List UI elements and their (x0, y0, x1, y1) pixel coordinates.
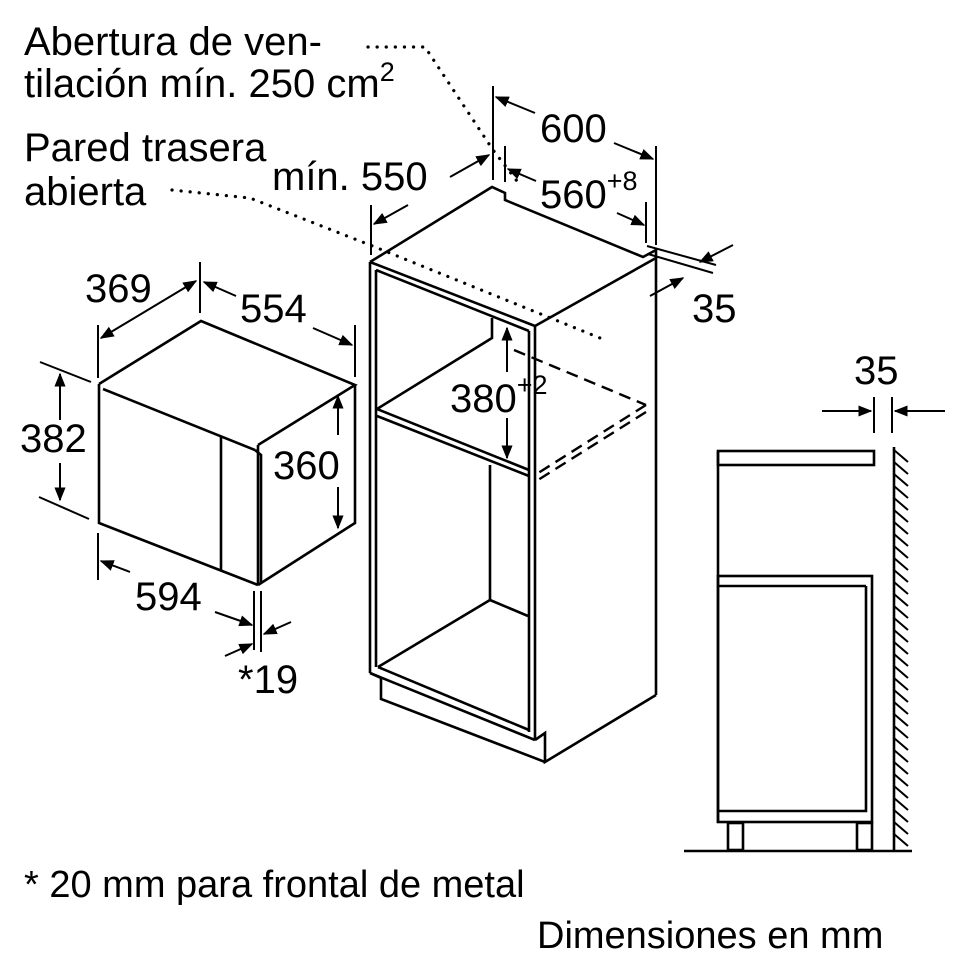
side-view-drawing (684, 397, 945, 853)
niche-height-label: 380+2 (450, 370, 548, 421)
wall-hatch (893, 449, 909, 847)
leader-lines (170, 45, 602, 340)
appliance-total-height-label: 382 (20, 417, 87, 461)
side-gap-label: 35 (854, 349, 899, 393)
units-note: Dimensiones en mm (537, 915, 883, 957)
cabinet-drawing (368, 185, 658, 765)
rear-wall-label-line2: abierta (24, 170, 147, 214)
appliance-drawing (97, 319, 358, 587)
appliance-body-width-label: 554 (240, 287, 307, 331)
ventilation-label-line1: Abertura de ven- (24, 20, 322, 64)
cabinet-width-label: 600 (540, 107, 607, 151)
rear-wall-label-line1: Pared trasera (24, 126, 267, 170)
top-gap-label: 35 (692, 287, 737, 331)
footnote-metal-front: * 20 mm para frontal de metal (24, 864, 525, 906)
appliance-body-height-label: 360 (273, 444, 340, 488)
appliance-front-thickness-label: *19 (238, 658, 298, 702)
appliance-front-width-label: 594 (135, 575, 202, 619)
appliance-depth-label: 369 (85, 267, 152, 311)
appliance-dimensions (38, 262, 356, 657)
min-depth-label: mín. 550 (272, 155, 428, 199)
cabinet-dimensions (370, 86, 734, 460)
ventilation-label-line2: tilación mín. 250 cm2 (24, 57, 395, 106)
niche-width-label: 560+8 (540, 166, 638, 217)
